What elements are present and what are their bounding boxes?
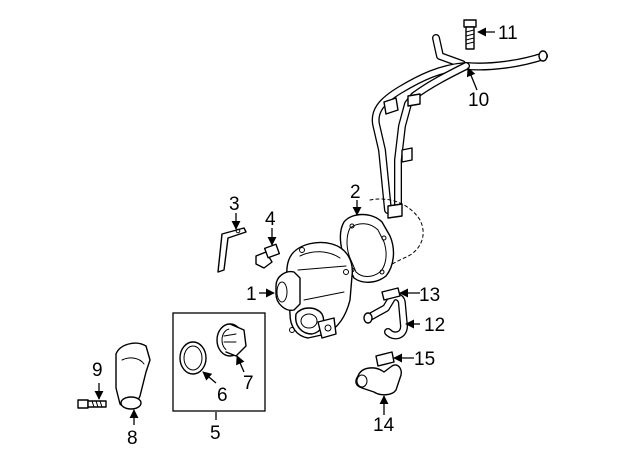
callout-7: 7	[243, 373, 254, 394]
callout-2: 2	[350, 182, 361, 203]
callout-4: 4	[265, 209, 276, 230]
callout-1: 1	[246, 284, 257, 305]
callout-12: 12	[424, 315, 445, 336]
part-4-bolt	[255, 243, 281, 269]
callout-6: 6	[217, 385, 228, 406]
part-14-hose	[355, 364, 402, 396]
part-11-bolt	[463, 19, 477, 50]
leader-lines	[94, 27, 495, 425]
callout-15: 15	[414, 349, 435, 370]
callout-5: 5	[210, 423, 221, 444]
part-6-o-ring	[179, 341, 207, 375]
part-9-bolt	[77, 399, 107, 409]
part-3-bracket	[217, 227, 247, 273]
part-10-bypass-pipe	[371, 34, 548, 219]
callout-13: 13	[419, 285, 440, 306]
part-2-gasket	[339, 198, 424, 283]
callout-14: 14	[373, 415, 395, 436]
callout-labels: 11 10 2 3 4 1 13 12 15 14 9 8 5 6 7	[92, 23, 518, 449]
callout-8: 8	[127, 428, 138, 449]
callout-9: 9	[92, 360, 103, 381]
callout-3: 3	[229, 194, 240, 215]
callout-11: 11	[498, 23, 518, 44]
part-12-hose	[363, 292, 408, 340]
part-7-thermostat	[216, 323, 247, 357]
part-15-clamp	[375, 351, 395, 367]
part-8-housing	[115, 342, 151, 410]
part-1-water-pump	[275, 241, 353, 339]
callout-10: 10	[468, 90, 489, 111]
